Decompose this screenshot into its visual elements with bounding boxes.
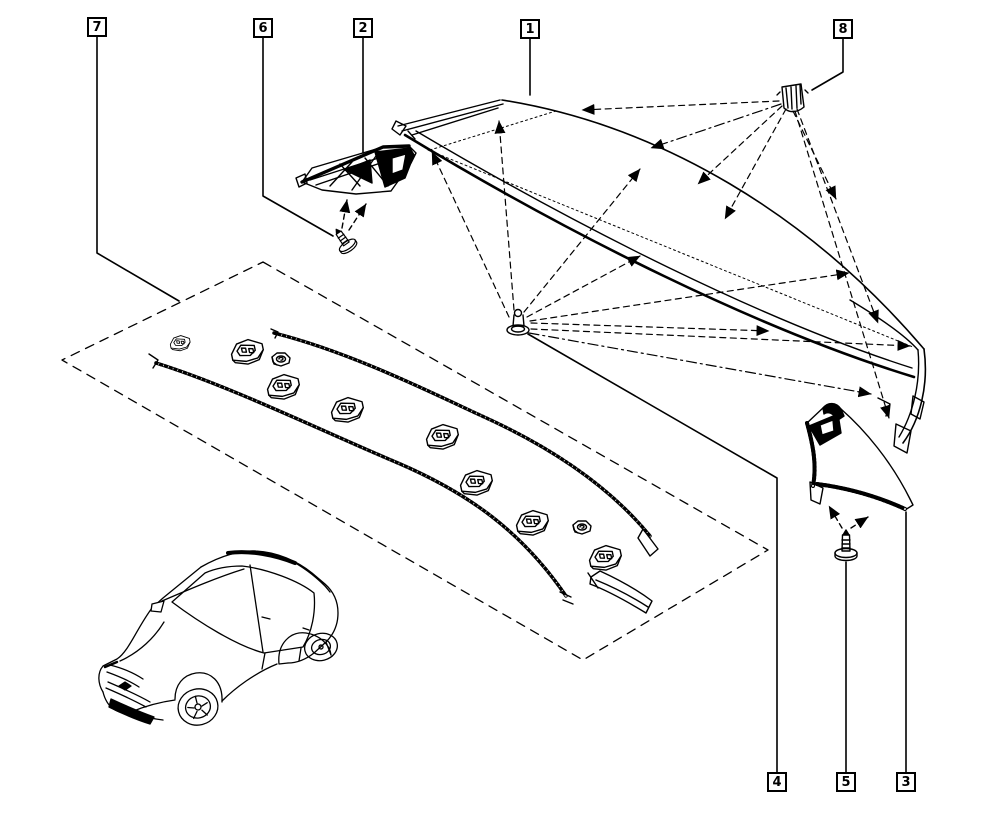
trim-clip [168,333,192,353]
grommet-nut [271,352,291,367]
trim-clip [457,467,496,499]
trim-strip-lower [148,353,574,605]
callout-lines [96,36,907,773]
trim-strip-upper [270,328,659,557]
callout-5-label: 5 [841,774,851,790]
callout-2-label: 2 [358,20,368,36]
callout-3-label: 3 [901,774,911,790]
callout-5[interactable]: 5 [836,772,856,792]
callout-8-label: 8 [838,21,848,37]
callout-3[interactable]: 3 [896,772,916,792]
callout-1-label: 1 [525,21,535,37]
kit-outline [61,261,769,661]
grommet-nut [572,520,592,535]
centre-rivet [506,308,530,336]
callout-8[interactable]: 8 [833,19,853,39]
left-bracket [295,144,417,195]
callout-2[interactable]: 2 [353,18,373,38]
callout-1[interactable]: 1 [520,19,540,39]
trim-clip [586,542,625,574]
right-bracket [805,402,914,511]
rear-wheel [304,632,338,662]
callout-7-label: 7 [92,19,102,35]
trim-clip [423,421,462,453]
callout-6-label: 6 [258,20,268,36]
callout-6[interactable]: 6 [253,18,273,38]
clip-leader-lines [581,100,891,419]
left-screw-arrows [339,199,367,231]
right-screw-arrows [828,505,869,529]
right-bracket-screw [834,529,858,562]
vehicle-illustration [98,550,339,726]
left-bracket-screw [327,223,360,257]
rivet-leader-lines [431,120,911,398]
retaining-clip [776,83,809,113]
callout-7[interactable]: 7 [87,17,107,37]
callout-4[interactable]: 4 [767,772,787,792]
trim-clip [513,507,552,539]
trim-clip [328,394,367,426]
trim-kit-group [61,261,769,661]
trim-clip [264,371,303,403]
callout-4-label: 4 [772,774,782,790]
trim-end-piece [587,570,653,614]
trim-clip [228,336,267,368]
front-wheel [177,688,219,726]
